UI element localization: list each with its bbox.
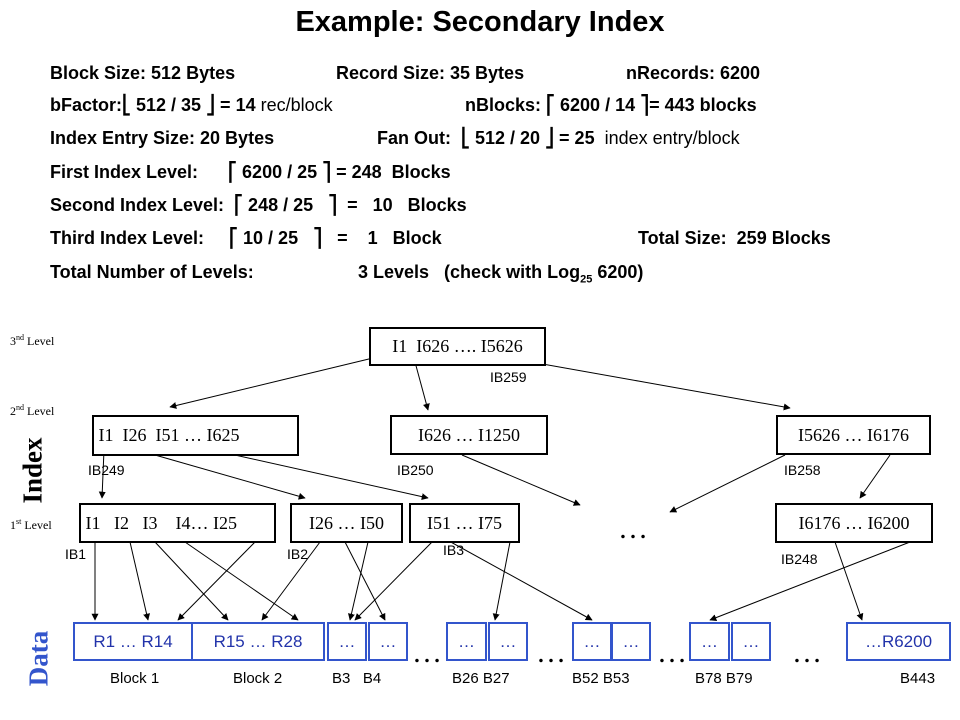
arrow-ib1-b2b <box>184 541 299 621</box>
third-level-label: 3nd Level <box>10 333 55 348</box>
arrow-ib3-b3 <box>354 541 433 621</box>
block-size-text: Block Size: 512 Bytes <box>50 63 236 83</box>
data-ellipsis-4: … <box>792 636 822 669</box>
label-ib3: IB3 <box>443 542 465 558</box>
label-ib250: IB250 <box>397 462 434 478</box>
total-size-text: Total Size: 259 Blocks <box>638 228 831 248</box>
arrow-ib259-ib249 <box>169 357 374 409</box>
third-index-level-text: Third Index Level: ⎡ 10 / 25 ⎤ = 1 Block <box>50 228 442 248</box>
arrow-ib259-ib258 <box>519 359 791 411</box>
data-ellipsis-3: … <box>657 636 687 669</box>
index-block-ib1: I1 I2 I3 I4… I25 <box>79 503 276 543</box>
data-block-4: … <box>368 622 408 661</box>
block-label-78-79: B78 B79 <box>695 670 753 687</box>
index-block-ib3: I51 … I75 <box>409 503 520 543</box>
page-title: Example: Secondary Index <box>295 6 665 38</box>
bfactor-unit: rec/block <box>255 95 333 115</box>
block-label-26-27: B26 B27 <box>452 670 510 687</box>
arrow-ib259-ib250 <box>414 361 430 411</box>
arrow-ib250-ib <box>461 454 581 506</box>
data-block-27: … <box>488 622 528 661</box>
label-ib248: IB248 <box>781 551 818 567</box>
block-label-52-53: B52 B53 <box>572 670 630 687</box>
data-block-3: … <box>327 622 367 661</box>
arrow-ib1-b1b <box>129 541 150 621</box>
nblocks-text: nBlocks: ⎡ 6200 / 14 ⎤= 443 blocks <box>465 95 757 115</box>
first-index-level-text: First Index Level: ⎡ 6200 / 25 ⎤ = 248 B… <box>50 162 451 182</box>
index-ellipsis: … <box>618 512 648 545</box>
log-base: 25 <box>580 273 593 286</box>
first-level-label: 1st Level <box>10 517 52 532</box>
arrow-ib249-ib2 <box>154 454 306 500</box>
label-ib249: IB249 <box>88 462 125 478</box>
data-ellipsis-2: … <box>536 636 566 669</box>
block-label-443: B443 <box>900 670 936 687</box>
bfactor-text: bFactor:⎣ 512 / 35 ⎦ = 14 rec/block <box>50 95 333 116</box>
data-block-78: … <box>689 622 730 661</box>
arrow-ib258-ib <box>669 454 786 513</box>
arrow-ib248-b78 <box>709 541 911 621</box>
data-ellipsis-1: … <box>412 636 442 669</box>
block-label-2: Block 2 <box>233 670 283 687</box>
data-block-2: R15 … R28 <box>191 622 325 661</box>
data-block-26: … <box>446 622 487 661</box>
label-ib2: IB2 <box>287 546 309 562</box>
arrow-ib258-ib248 <box>859 454 891 499</box>
data-block-53: … <box>611 622 651 661</box>
second-level-label: 2nd Level <box>10 403 55 418</box>
block-label-3-4: B3 B4 <box>332 670 382 687</box>
levels-check-text: 3 Levels (check with Log <box>358 262 581 282</box>
index-block-ib250: I626 … I1250 <box>390 415 548 455</box>
label-ib258: IB258 <box>784 462 821 478</box>
arrow-ib3-b26 <box>492 541 511 621</box>
index-block-ib258: I5626 … I6176 <box>776 415 931 455</box>
label-ib1: IB1 <box>65 546 87 562</box>
record-size-text: Record Size: 35 Bytes <box>336 63 525 83</box>
arrow-ib248-b443 <box>834 541 864 621</box>
arrow-ib249-ib1 <box>98 449 106 499</box>
index-block-ib2: I26 … I50 <box>290 503 403 543</box>
data-block-79: … <box>731 622 771 661</box>
arrow-ib2-b2 <box>261 541 321 621</box>
block-label-1: Block 1 <box>110 670 160 687</box>
log-argument: 6200) <box>592 262 644 282</box>
index-block-ib249: I1 I26 I51 … I625 <box>92 415 299 456</box>
index-block-ib259: I1 I626 …. I5626 <box>369 327 546 366</box>
arrow-ib1-b2a <box>154 541 229 621</box>
total-levels-label: Total Number of Levels: <box>50 262 254 282</box>
bfactor-formula: bFactor:⎣ 512 / 35 ⎦ = 14 <box>50 95 256 115</box>
data-block-52: … <box>572 622 612 661</box>
label-ib259: IB259 <box>490 369 527 385</box>
data-block-1: R1 … R14 <box>73 622 193 661</box>
index-block-ib248: I6176 … I6200 <box>775 503 933 543</box>
data-block-443: …R6200 <box>846 622 951 661</box>
arrow-ib2-b3 <box>348 541 369 621</box>
nrecords-text: nRecords: 6200 <box>626 63 761 83</box>
fanout-text: Fan Out: ⎣ 512 / 20 ⎦ = 25 index entry/bl… <box>377 128 740 149</box>
fanout-formula: Fan Out: ⎣ 512 / 20 ⎦ = 25 <box>377 128 595 148</box>
index-entry-size-text: Index Entry Size: 20 Bytes <box>50 128 275 148</box>
total-levels-value: 3 Levels (check with Log25 6200) <box>358 262 643 286</box>
fanout-unit: index entry/block <box>604 128 740 148</box>
arrow-ib2-b4 <box>344 541 386 621</box>
second-index-level-text: Second Index Level: ⎡ 248 / 25 ⎤ = 10 Bl… <box>50 195 467 215</box>
arrow-ib1-b1c <box>177 541 256 621</box>
